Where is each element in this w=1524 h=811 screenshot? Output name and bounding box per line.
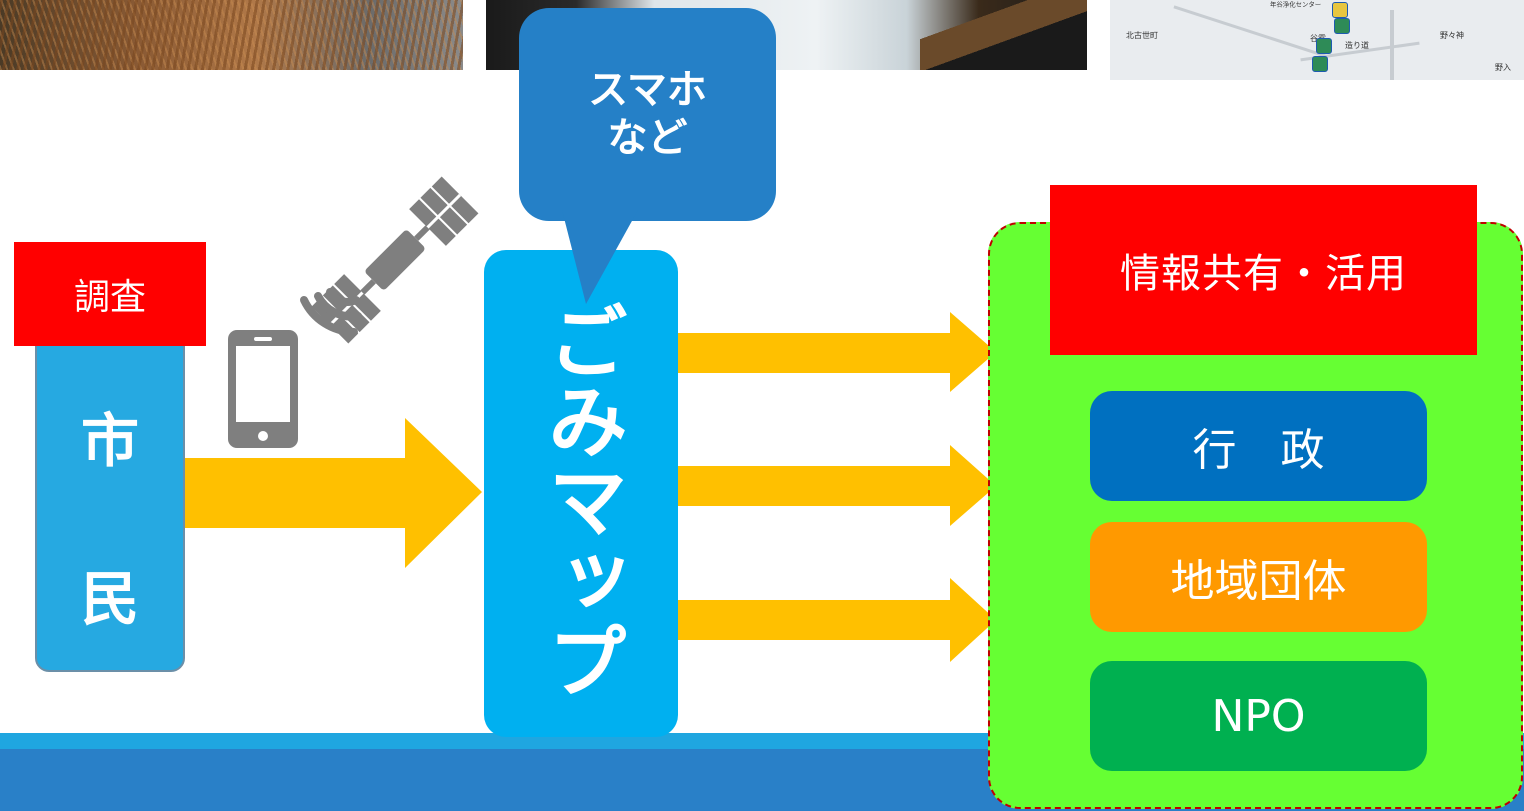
speech-bubble-tail xyxy=(562,210,638,304)
smartphone-photo-detail xyxy=(920,0,1087,70)
speech-bubble-text: スマホ など xyxy=(588,67,707,161)
citizen-label-1: 市 xyxy=(80,407,139,475)
speech-bubble xyxy=(519,8,776,221)
gomi-map-label: ごみマップ xyxy=(535,300,628,700)
map-screenshot: 北古世町 野々神 造り道 谷露 野入 年谷浄化センター xyxy=(1110,0,1524,80)
signal-waves-icon xyxy=(300,288,362,336)
stakeholder-community-groups: 地域団体 xyxy=(1090,522,1427,632)
map-pin xyxy=(1334,18,1350,34)
citizen-box: 市 民 xyxy=(35,322,185,672)
smartphone-icon xyxy=(228,330,298,448)
map-pin xyxy=(1316,38,1332,54)
map-label: 造り道 xyxy=(1345,41,1369,50)
satellite-icon xyxy=(311,176,479,344)
arrow-map-to-share-1 xyxy=(678,312,996,392)
arrow-map-to-share-2 xyxy=(678,445,996,526)
map-label: 北古世町 xyxy=(1126,31,1158,40)
map-pin xyxy=(1312,56,1328,72)
stakeholder-npo: NPO xyxy=(1090,661,1427,771)
stakeholder-government: 行 政 xyxy=(1090,391,1427,501)
info-share-title: 情報共有・活用 xyxy=(1050,185,1477,355)
map-label: 野々神 xyxy=(1440,31,1464,40)
map-pin xyxy=(1332,2,1348,18)
arrow-citizen-to-map xyxy=(185,418,482,568)
map-label: 野入 xyxy=(1495,63,1511,72)
arrow-map-to-share-3 xyxy=(678,578,996,662)
gomi-map-box xyxy=(484,250,678,737)
citizen-label-2: 民 xyxy=(80,565,139,633)
litter-photo xyxy=(0,0,463,70)
map-label: 年谷浄化センター xyxy=(1270,0,1322,8)
survey-tag: 調査 xyxy=(14,242,206,346)
